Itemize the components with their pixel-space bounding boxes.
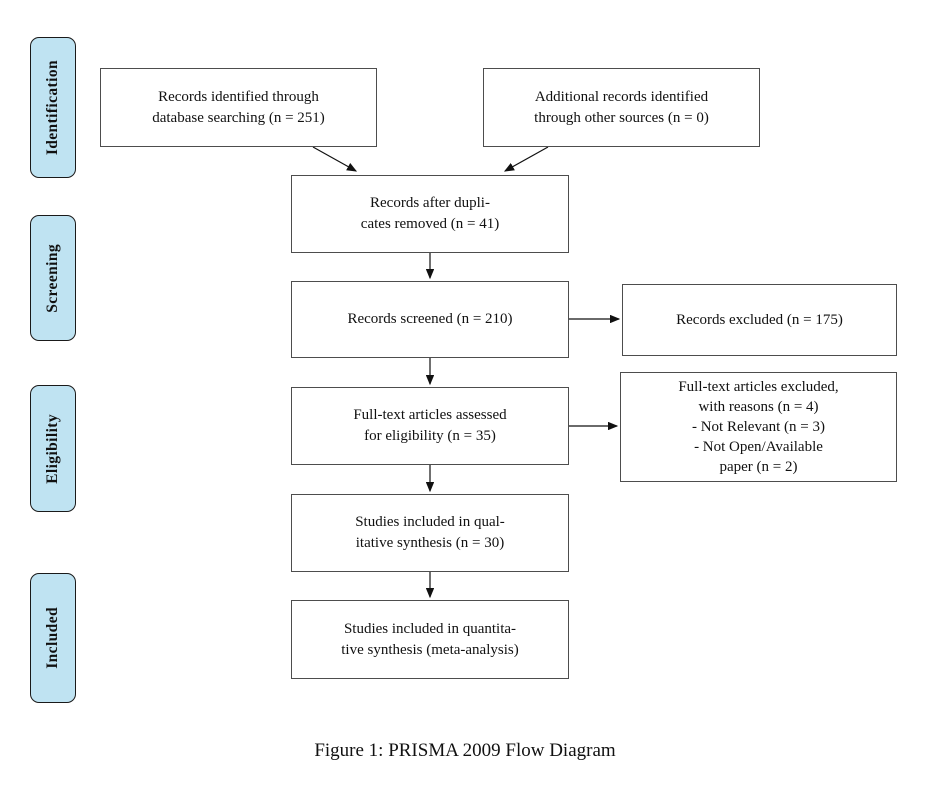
flow-box-fulltext-excluded: Full-text articles excluded, with reason…: [620, 372, 897, 482]
stage-label-text: Included: [44, 607, 61, 669]
arrow-additional-to-duplicates: [503, 146, 549, 172]
flow-box-records-identified: Records identified through database sear…: [100, 68, 377, 147]
flow-box-quantitative-synthesis: Studies included in quantita- tive synth…: [291, 600, 569, 679]
flow-box-fulltext-assessed: Full-text articles assessed for eligibil…: [291, 387, 569, 465]
flow-box-records-screened: Records screened (n = 210): [291, 281, 569, 358]
stage-label-screening: Screening: [30, 215, 76, 341]
stage-label-text: Identification: [44, 59, 61, 156]
flow-box-qualitative-synthesis: Studies included in qual- itative synthe…: [291, 494, 569, 572]
stage-label-eligibility: Eligibility: [30, 385, 76, 512]
stage-label-identification: Identification: [30, 37, 76, 178]
arrow-identified-to-duplicates: [312, 146, 358, 172]
figure-caption: Figure 1: PRISMA 2009 Flow Diagram: [314, 740, 616, 761]
flow-box-duplicates-removed: Records after dupli- cates removed (n = …: [291, 175, 569, 253]
stage-label-text: Screening: [44, 243, 61, 313]
flow-box-records-excluded: Records excluded (n = 175): [622, 284, 897, 356]
stage-label-included: Included: [30, 573, 76, 703]
stage-label-text: Eligibility: [44, 413, 61, 484]
flow-box-additional-records: Additional records identified through ot…: [483, 68, 760, 147]
